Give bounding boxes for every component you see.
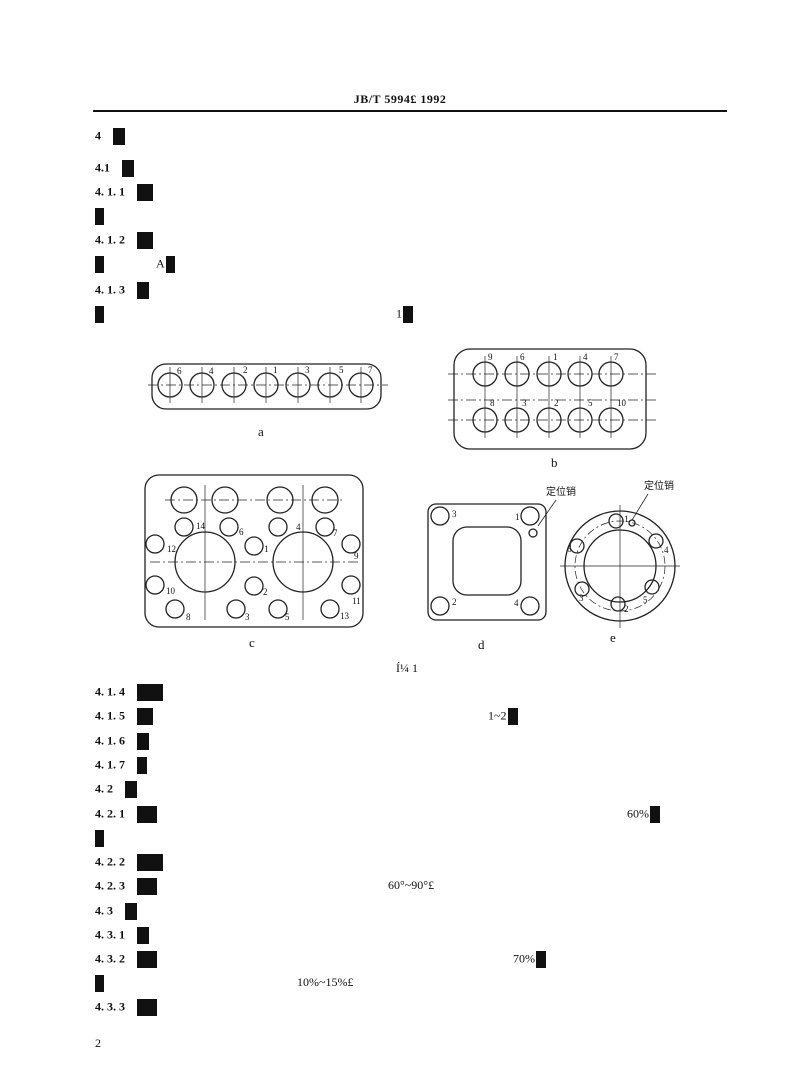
hole-number: 5 bbox=[588, 398, 593, 408]
text-fragment: 60% bbox=[627, 806, 660, 823]
section-4-1-5: 4. 1. 5 bbox=[95, 708, 153, 725]
section-4-1-7: 4. 1. 7 bbox=[95, 757, 147, 774]
plate-a-outline bbox=[151, 363, 382, 410]
hole-number: 2 bbox=[624, 604, 629, 614]
section-4-2-1: 4. 2. 1 bbox=[95, 806, 157, 823]
hole-number: 7 bbox=[614, 352, 619, 362]
holes-b bbox=[472, 361, 624, 433]
hole-centerlines-b bbox=[484, 356, 612, 438]
garbled-continuation bbox=[95, 830, 104, 847]
running-header: JB/T 5994£ 1992 bbox=[353, 92, 447, 106]
hole-centerlines-c bbox=[150, 485, 358, 620]
section-4-3-2: 4. 3. 2 bbox=[95, 951, 157, 968]
holes-c bbox=[145, 486, 361, 619]
text-fragment: 60°~90°£ bbox=[388, 878, 435, 892]
garbled-continuation bbox=[95, 208, 104, 225]
hole-number: 4 bbox=[296, 522, 301, 532]
sub-figure-label: b bbox=[551, 455, 558, 470]
centerlines-b bbox=[448, 373, 656, 421]
hole-number: 9 bbox=[354, 551, 359, 561]
text-fragment: 10%~15%£ bbox=[297, 975, 354, 989]
section-4-1: 4.1 bbox=[95, 160, 134, 177]
holes-d bbox=[430, 506, 540, 616]
section-4-1-1: 4. 1. 1 bbox=[95, 184, 153, 201]
hole-number: 1 bbox=[273, 365, 278, 375]
hole-number: 11 bbox=[352, 596, 361, 606]
hole-number: 13 bbox=[340, 611, 350, 621]
hole-number: 7 bbox=[368, 365, 373, 375]
hole-number: 2 bbox=[554, 398, 559, 408]
figure-caption: Í¼ 1 bbox=[396, 661, 418, 675]
garbled-continuation bbox=[95, 975, 104, 992]
hole-number: 8 bbox=[490, 398, 495, 408]
hole-number: 9 bbox=[488, 352, 493, 362]
sub-figure-label: d bbox=[478, 637, 485, 652]
hole-number: 1 bbox=[515, 512, 520, 522]
hole-number: 2 bbox=[243, 365, 248, 375]
hole-number: 6 bbox=[520, 352, 525, 362]
plate-c-outline bbox=[144, 474, 364, 628]
hole-number: 5 bbox=[339, 365, 344, 375]
hole-number: 4 bbox=[583, 352, 588, 362]
text-fragment: 1 bbox=[396, 306, 413, 323]
garbled-continuation bbox=[95, 306, 104, 323]
text-fragment: 70% bbox=[513, 951, 546, 968]
hole-number: 5 bbox=[285, 612, 290, 622]
hole-number: 4 bbox=[514, 598, 519, 608]
hole-number: 4 bbox=[209, 366, 214, 376]
hole-number: 3 bbox=[305, 365, 310, 375]
section-4-2: 4. 2 bbox=[95, 781, 137, 798]
hole-number: 6 bbox=[567, 544, 572, 554]
section-4-2-2: 4. 2. 2 bbox=[95, 854, 163, 871]
hole-number: 2 bbox=[452, 597, 457, 607]
section-4: 4 bbox=[95, 128, 125, 145]
sub-figure-label: e bbox=[610, 630, 616, 645]
sub-figure-label: c bbox=[249, 635, 255, 650]
hole-number: 10 bbox=[166, 586, 176, 596]
pin-label: 定位销 bbox=[644, 479, 674, 492]
section-4-2-3: 4. 2. 3 bbox=[95, 878, 157, 895]
section-4-1-3: 4. 1. 3 bbox=[95, 282, 149, 299]
hole-number: 7 bbox=[333, 528, 338, 538]
section-4-1-4: 4. 1. 4 bbox=[95, 684, 163, 701]
header-rule bbox=[93, 110, 727, 112]
hole-number: 4 bbox=[664, 545, 669, 555]
hole-number: 6 bbox=[177, 366, 182, 376]
sub-figure-label: a bbox=[258, 424, 264, 439]
section-4-3-3: 4. 3. 3 bbox=[95, 999, 157, 1016]
hole-number: 1 bbox=[624, 514, 629, 524]
hole-number: 3 bbox=[522, 398, 527, 408]
hole-number: 10 bbox=[617, 398, 627, 408]
hole-number: 1 bbox=[264, 544, 269, 554]
plate-d-outline bbox=[427, 503, 547, 621]
plate-d-window bbox=[452, 526, 522, 596]
hole-number: 12 bbox=[167, 544, 176, 554]
hole-number: 14 bbox=[196, 521, 206, 531]
leader-line-e bbox=[631, 493, 649, 521]
hole-number: 3 bbox=[579, 593, 584, 603]
pin-label: 定位销 bbox=[546, 485, 576, 498]
text-fragment: A bbox=[156, 256, 175, 273]
section-4-1-2: 4. 1. 2 bbox=[95, 232, 153, 249]
page-number: 2 bbox=[95, 1036, 101, 1050]
hole-number: 1 bbox=[553, 352, 558, 362]
hole-number: 3 bbox=[452, 509, 457, 519]
leader-line-d bbox=[537, 499, 557, 527]
section-4-3: 4. 3 bbox=[95, 903, 137, 920]
section-4-3-1: 4. 3. 1 bbox=[95, 927, 149, 944]
hole-number: 6 bbox=[239, 527, 244, 537]
garbled-continuation bbox=[95, 256, 104, 273]
hole-number: 8 bbox=[186, 612, 191, 622]
centerlines-e bbox=[560, 505, 680, 628]
section-4-1-6: 4. 1. 6 bbox=[95, 733, 149, 750]
locating-pin-icon bbox=[528, 528, 538, 538]
holes-e bbox=[569, 513, 664, 612]
text-fragment: 1~2 bbox=[488, 708, 518, 725]
hole-centerlines-a bbox=[169, 367, 362, 403]
hole-number: 2 bbox=[263, 587, 268, 597]
hole-number: 3 bbox=[245, 612, 250, 622]
plate-b-outline bbox=[453, 348, 647, 450]
hole-number: 5 bbox=[643, 595, 648, 605]
